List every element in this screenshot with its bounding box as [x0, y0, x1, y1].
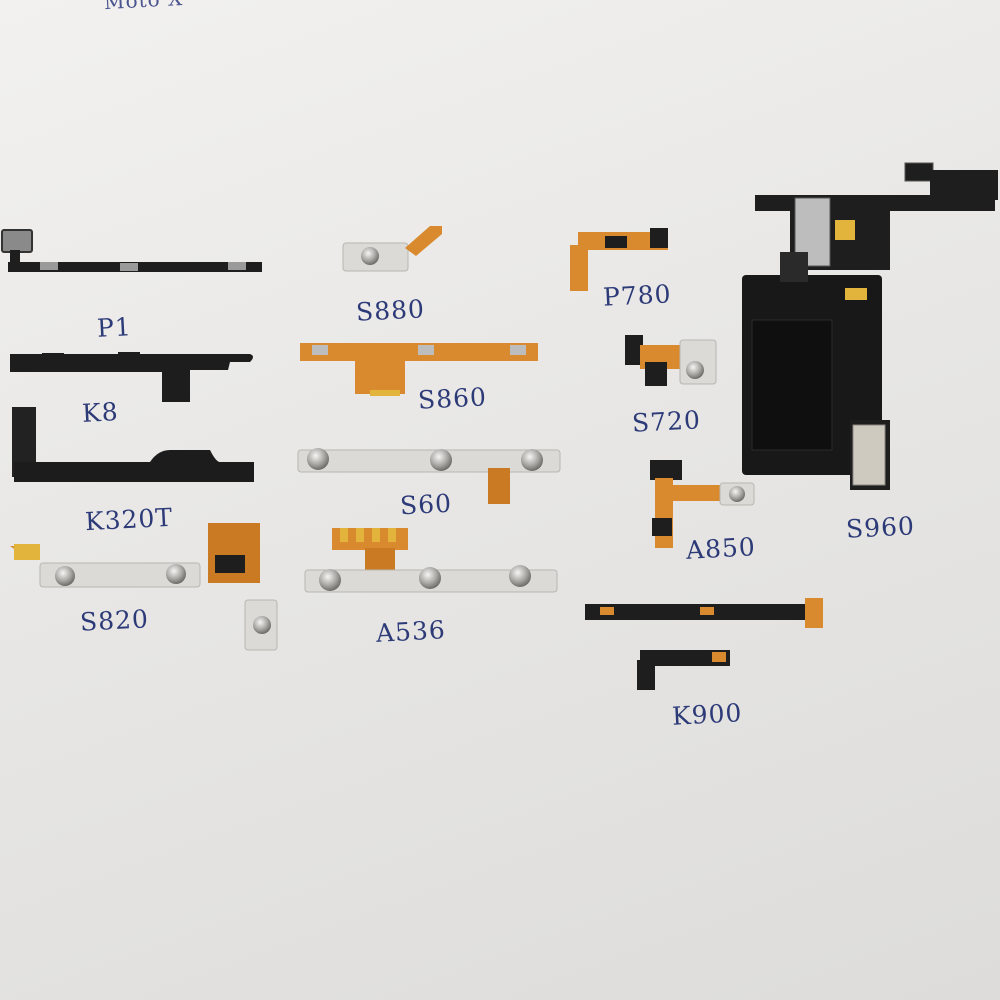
label-s960: S960	[845, 511, 916, 544]
label-p780: P780	[602, 279, 673, 312]
label-s720: S720	[631, 405, 702, 438]
s860-flex-cable	[300, 343, 538, 396]
s960-board	[742, 162, 998, 490]
label-k8: K8	[81, 397, 120, 428]
s880-flex-cable	[342, 226, 442, 272]
label-k320t: K320T	[84, 502, 174, 537]
s820-flex-cable	[10, 523, 278, 651]
a536-flex-cable	[304, 528, 558, 593]
label-s60: S60	[399, 488, 453, 521]
s60-flex-cable	[297, 448, 561, 504]
label-p1: P1	[96, 312, 133, 343]
p780-flex-cable	[570, 228, 668, 291]
s720-flex-cable	[625, 335, 717, 386]
a850-flex-cable	[650, 460, 755, 548]
k900-flex-cable	[585, 598, 823, 690]
label-a536: A536	[375, 615, 447, 648]
label-k900: K900	[671, 698, 744, 731]
k8-flex-cable	[10, 352, 253, 402]
k320t-flex-cable	[12, 407, 254, 482]
label-s860: S860	[417, 382, 488, 415]
label-s820: S820	[79, 604, 150, 637]
p1-flex-cable	[1, 229, 262, 272]
label-s880: S880	[355, 294, 426, 327]
label-a850: A850	[685, 532, 757, 565]
